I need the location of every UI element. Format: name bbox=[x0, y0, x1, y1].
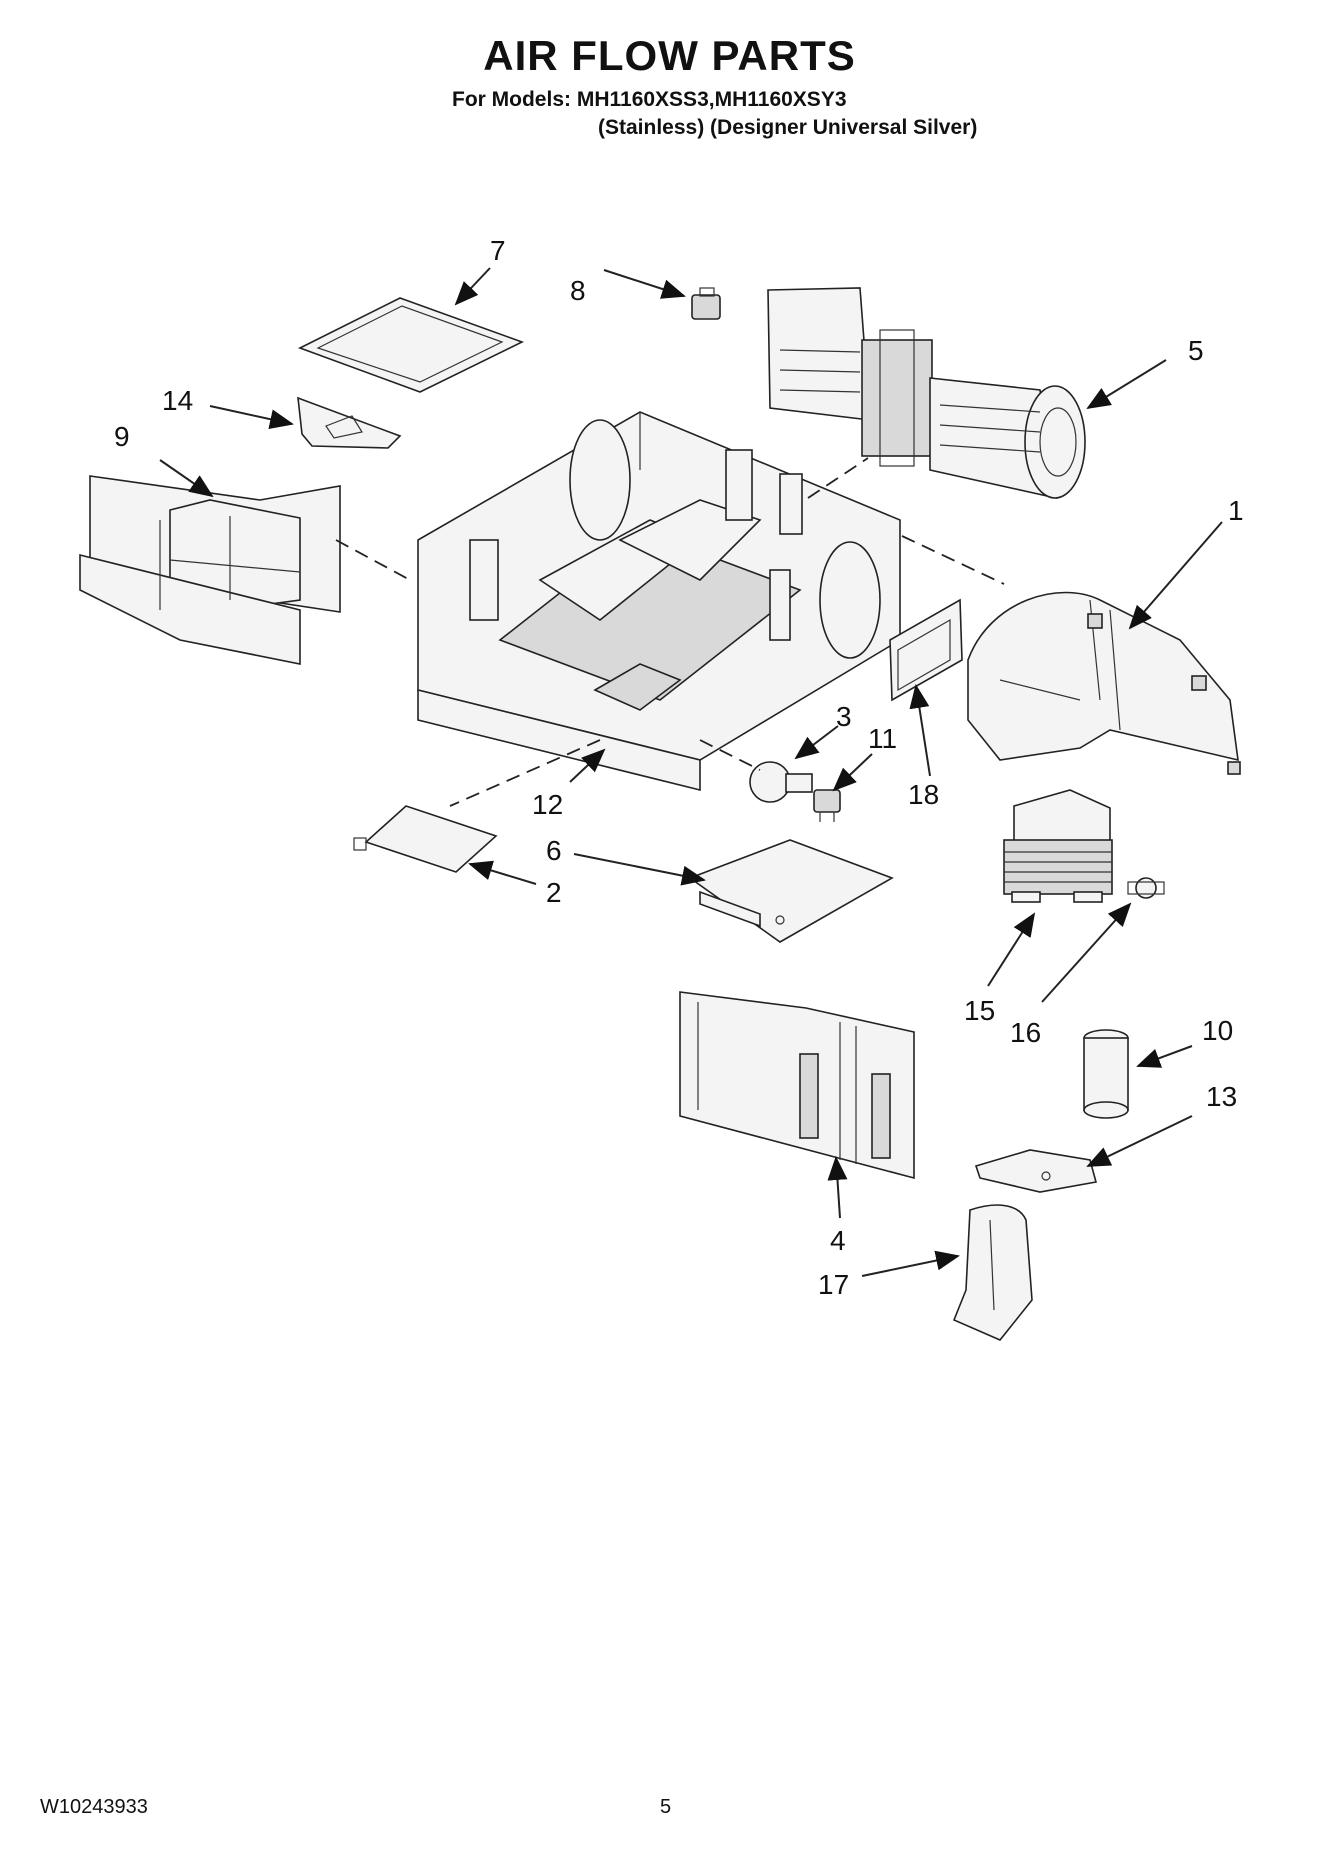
leader-4 bbox=[827, 1156, 848, 1219]
leader-5 bbox=[1086, 359, 1167, 410]
callout-18: 18 bbox=[908, 779, 939, 810]
part-6-plate bbox=[688, 839, 894, 943]
callout-4: 4 bbox=[830, 1225, 846, 1256]
callout-15: 15 bbox=[964, 995, 995, 1026]
part-8-switch bbox=[691, 287, 721, 320]
part-14-plate bbox=[297, 396, 402, 449]
leader-12 bbox=[569, 748, 606, 783]
callout-6: 6 bbox=[546, 835, 562, 866]
leader-11 bbox=[832, 753, 873, 792]
leader-17 bbox=[861, 1250, 960, 1277]
part-1-air-duct bbox=[967, 591, 1241, 775]
part-12-airflow-housing bbox=[417, 411, 901, 792]
part-17-support bbox=[952, 1204, 1033, 1341]
leader-1 bbox=[1128, 521, 1223, 630]
assembly-line bbox=[335, 539, 411, 581]
callout-1: 1 bbox=[1228, 495, 1244, 526]
part-4-large-panel bbox=[679, 991, 915, 1180]
leader-18 bbox=[909, 684, 931, 777]
part-5-blower-motor bbox=[767, 287, 1086, 500]
page-title: AIR FLOW PARTS bbox=[483, 32, 856, 79]
callout-8: 8 bbox=[570, 275, 586, 306]
leader-10 bbox=[1136, 1045, 1193, 1068]
leader-6 bbox=[573, 853, 706, 886]
part-7-filter-frame bbox=[297, 297, 525, 393]
leader-14 bbox=[209, 405, 294, 430]
leader-7 bbox=[454, 267, 491, 306]
callout-3: 3 bbox=[836, 701, 852, 732]
assembly-line bbox=[807, 457, 869, 499]
part-15-transformer bbox=[1003, 789, 1113, 903]
callout-12: 12 bbox=[532, 789, 563, 820]
document-id: W10243933 bbox=[40, 1796, 148, 1818]
assembly-line bbox=[699, 739, 761, 771]
page-number: 5 bbox=[660, 1796, 672, 1818]
callout-17: 17 bbox=[818, 1269, 849, 1300]
part-10-capacitor bbox=[1083, 1029, 1129, 1119]
callout-11: 11 bbox=[868, 723, 897, 754]
leader-9 bbox=[159, 459, 214, 498]
leader-15 bbox=[987, 912, 1036, 987]
callout-9: 9 bbox=[114, 421, 130, 452]
part-9-side-panel bbox=[79, 475, 341, 665]
leader-13 bbox=[1086, 1115, 1193, 1167]
assembly-line bbox=[449, 739, 601, 807]
callout-14: 14 bbox=[162, 385, 193, 416]
callout-7: 7 bbox=[490, 235, 506, 266]
assembly-line bbox=[901, 535, 1005, 585]
variants-line: (Stainless) (Designer Universal Silver) bbox=[598, 116, 978, 139]
part-18-small-panel bbox=[889, 598, 963, 702]
part-16-thermostat bbox=[1127, 877, 1165, 899]
part-13-bracket bbox=[974, 1149, 1098, 1193]
leader-2 bbox=[468, 860, 537, 885]
part-11-lamp-socket bbox=[813, 789, 841, 822]
models-line: For Models: MH1160XSS3,MH1160XSY3 bbox=[452, 88, 847, 111]
callout-10: 10 bbox=[1202, 1015, 1233, 1046]
callout-13: 13 bbox=[1206, 1081, 1237, 1112]
callout-2: 2 bbox=[546, 877, 562, 908]
part-3-lamp bbox=[749, 761, 813, 803]
callout-5: 5 bbox=[1188, 335, 1204, 366]
leader-3 bbox=[794, 725, 839, 760]
part-2-cover-plate bbox=[353, 805, 498, 873]
leader-16 bbox=[1041, 902, 1132, 1003]
leader-8 bbox=[603, 269, 686, 299]
callout-16: 16 bbox=[1010, 1017, 1041, 1048]
